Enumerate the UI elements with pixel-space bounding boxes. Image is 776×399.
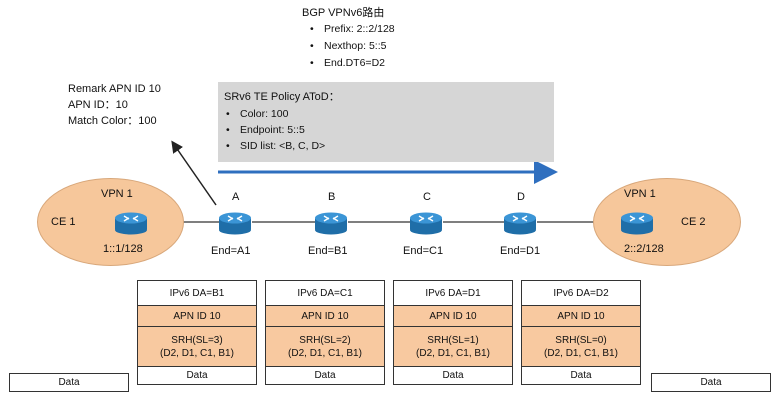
router-icon <box>315 212 347 235</box>
packet-srh: SRH(SL=2) (D2, D1, C1, B1) <box>265 326 385 366</box>
node-d-label: D <box>517 191 525 203</box>
packet-srh-sl: SRH(SL=2) <box>299 334 351 346</box>
node-b-label: B <box>328 191 336 203</box>
policy-box: SRv6 TE Policy AToD： Color: 100 Endpoint… <box>218 82 554 162</box>
ce2-label: CE 2 <box>681 216 706 228</box>
remark-line-3: Match Color：100 <box>68 115 157 127</box>
router-icon <box>621 212 653 235</box>
packet-apn: APN ID 10 <box>137 305 257 326</box>
bgp-prefix: Prefix: 2::2/128 <box>310 22 395 36</box>
data-cell: Data <box>9 373 129 392</box>
router-icon <box>504 212 536 235</box>
packet-apn: APN ID 10 <box>521 305 641 326</box>
node-d-end: End=D1 <box>500 245 541 257</box>
packet-da: IPv6 DA=B1 <box>137 280 257 305</box>
packet-stack-3: IPv6 DA=D1 APN ID 10 SRH(SL=1) (D2, D1, … <box>393 280 513 385</box>
router-icon <box>410 212 442 235</box>
packet-da: IPv6 DA=C1 <box>265 280 385 305</box>
ce1-address: 1::1/128 <box>103 243 143 255</box>
router-icon <box>115 212 147 235</box>
data-cell: Data <box>651 373 771 392</box>
policy-color: Color: 100 <box>226 107 288 121</box>
policy-endpoint: Endpoint: 5::5 <box>226 123 305 137</box>
node-a-end: End=A1 <box>211 245 251 257</box>
ce2-address: 2::2/128 <box>624 243 664 255</box>
packet-stack-4: IPv6 DA=D2 APN ID 10 SRH(SL=0) (D2, D1, … <box>521 280 641 385</box>
packet-stack-1: IPv6 DA=B1 APN ID 10 SRH(SL=3) (D2, D1, … <box>137 280 257 385</box>
remark-line-1: Remark APN ID 10 <box>68 83 161 95</box>
node-c-end: End=C1 <box>403 245 444 257</box>
packet-srh-sids: (D2, D1, C1, B1) <box>288 347 362 359</box>
policy-title: SRv6 TE Policy AToD： <box>224 91 340 103</box>
packet-da: IPv6 DA=D1 <box>393 280 513 305</box>
node-a-label: A <box>232 191 240 203</box>
packet-data: Data <box>265 366 385 385</box>
ce2-data-packet: Data <box>651 373 771 392</box>
node-c-label: C <box>423 191 431 203</box>
packet-srh: SRH(SL=1) (D2, D1, C1, B1) <box>393 326 513 366</box>
bgp-title: BGP VPNv6路由 <box>302 7 385 19</box>
packet-data: Data <box>137 366 257 385</box>
remark-arrow <box>171 140 217 206</box>
packet-apn: APN ID 10 <box>393 305 513 326</box>
packet-stack-2: IPv6 DA=C1 APN ID 10 SRH(SL=2) (D2, D1, … <box>265 280 385 385</box>
remark-line-2: APN ID：10 <box>68 99 128 111</box>
vpn-right-ellipse <box>593 178 741 266</box>
packet-srh-sl: SRH(SL=0) <box>555 334 607 346</box>
packet-srh-sl: SRH(SL=1) <box>427 334 479 346</box>
packet-srh-sids: (D2, D1, C1, B1) <box>416 347 490 359</box>
packet-srh: SRH(SL=3) (D2, D1, C1, B1) <box>137 326 257 366</box>
policy-sid-list: SID list: <B, C, D> <box>226 139 325 153</box>
bgp-nexthop: Nexthop: 5::5 <box>310 39 386 53</box>
router-icon <box>219 212 251 235</box>
packet-da: IPv6 DA=D2 <box>521 280 641 305</box>
ce1-label: CE 1 <box>51 216 76 228</box>
packet-srh: SRH(SL=0) (D2, D1, C1, B1) <box>521 326 641 366</box>
vpn-right-label: VPN 1 <box>624 188 656 200</box>
packet-data: Data <box>521 366 641 385</box>
ce1-data-packet: Data <box>9 373 129 392</box>
packet-srh-sids: (D2, D1, C1, B1) <box>544 347 618 359</box>
packet-apn: APN ID 10 <box>265 305 385 326</box>
packet-srh-sids: (D2, D1, C1, B1) <box>160 347 234 359</box>
packet-srh-sl: SRH(SL=3) <box>171 334 223 346</box>
bgp-end-dt6: End.DT6=D2 <box>310 56 385 70</box>
packet-data: Data <box>393 366 513 385</box>
vpn-left-label: VPN 1 <box>101 188 133 200</box>
vpn-left-ellipse <box>37 178 184 266</box>
node-b-end: End=B1 <box>308 245 348 257</box>
